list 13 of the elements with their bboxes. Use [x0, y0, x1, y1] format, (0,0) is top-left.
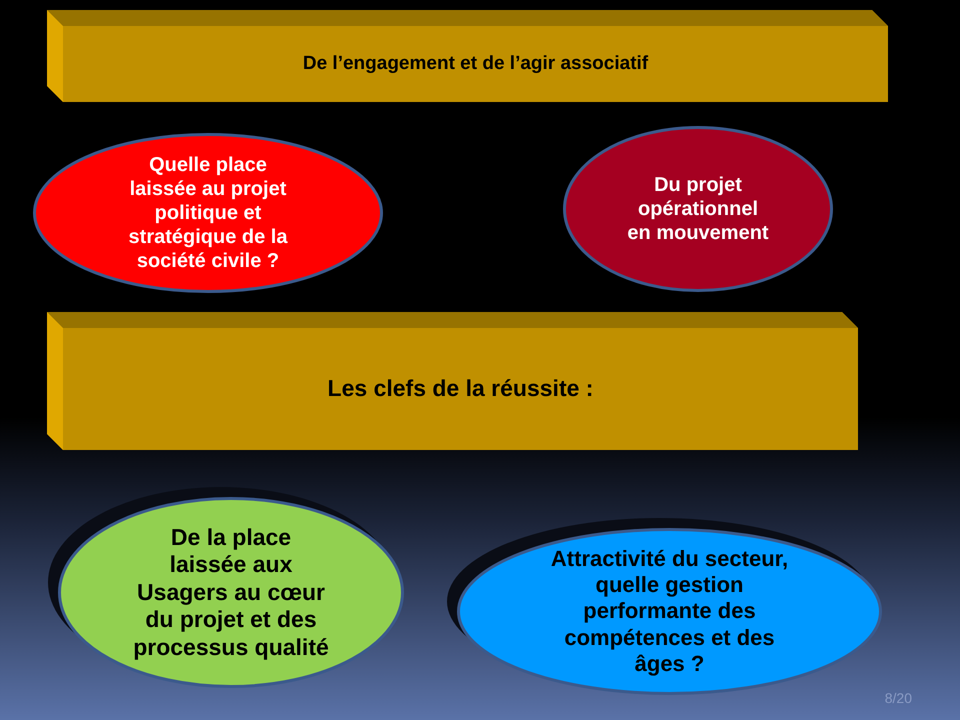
node-text: De l’engagement et de l’agir associatif [302, 52, 648, 76]
node-text: Du projet opérationnel en mouvement [626, 173, 770, 245]
ellipse-node [58, 497, 404, 688]
ellipse-node [33, 133, 383, 293]
node-text: Attractivité du secteur, quelle gestion performante des compétences et des âges ? [550, 546, 790, 678]
page-number: 8/20 [884, 690, 912, 706]
node-text: De la place laissée aux Usagers au cœur du projet et des processus qualité [132, 524, 330, 662]
banner-box [47, 312, 858, 450]
ellipse-node [457, 528, 882, 695]
node-text: Les clefs de la réussite : [328, 375, 594, 403]
ellipse-node [563, 126, 833, 292]
node-text: Quelle place laissée au projet politique et stratégique de la société civile ? [128, 153, 289, 273]
banner-box [47, 10, 888, 102]
